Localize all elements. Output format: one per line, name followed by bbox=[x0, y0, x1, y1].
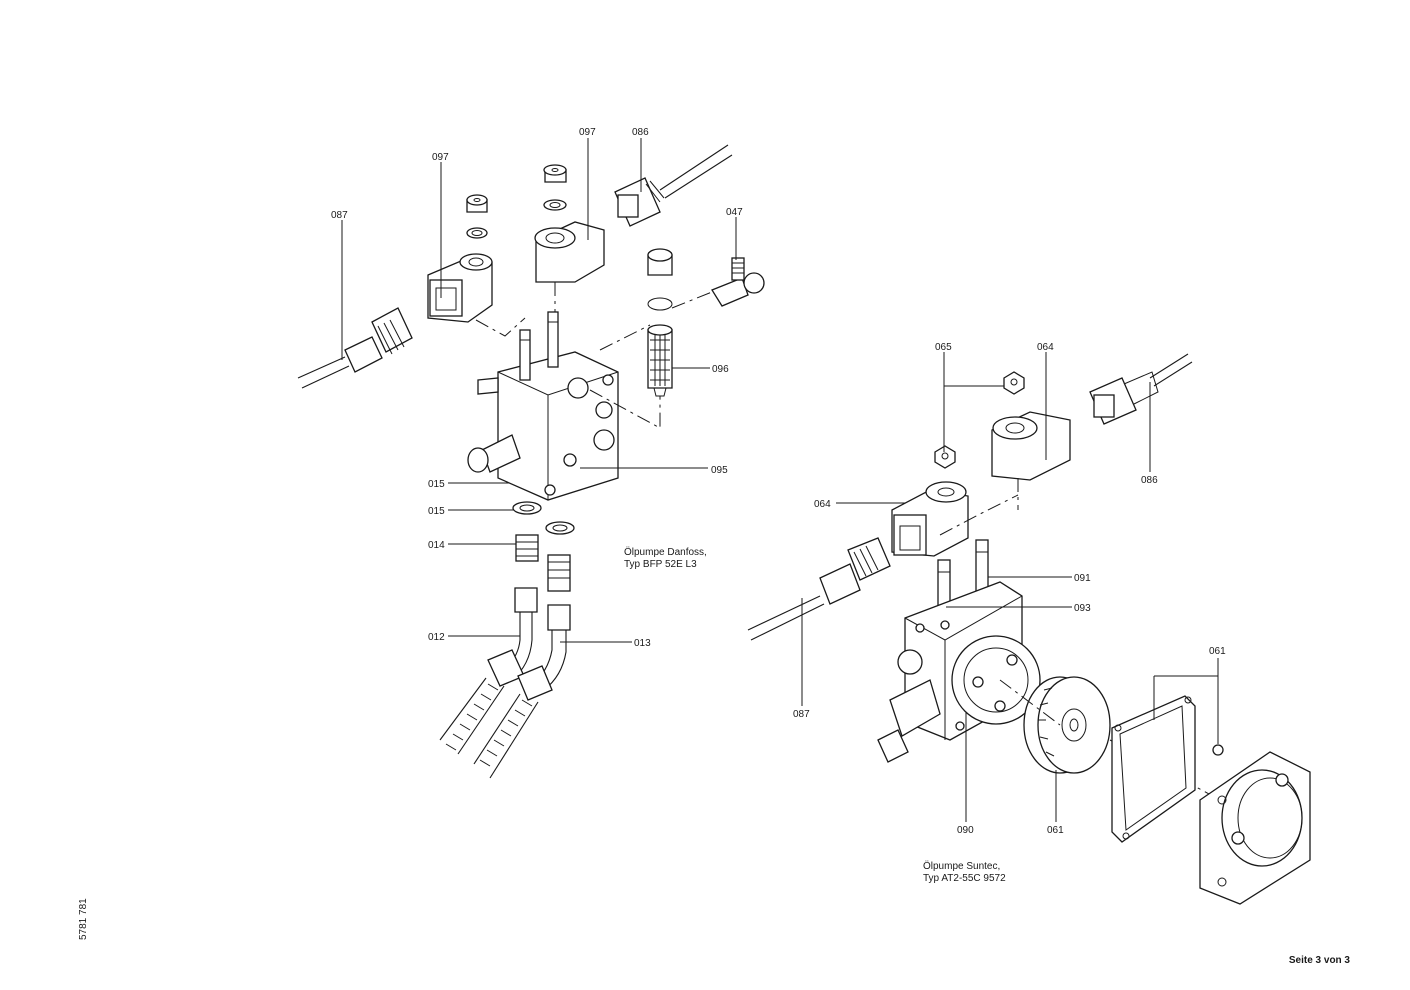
coil-097-right bbox=[534, 164, 605, 283]
label-086: 086 bbox=[632, 127, 649, 138]
braided-hose-013 bbox=[473, 693, 539, 779]
plug-087 bbox=[344, 307, 413, 373]
label-015-b: 015 bbox=[428, 506, 445, 517]
label-086-right: 086 bbox=[1141, 475, 1158, 486]
braided-hose-012 bbox=[439, 677, 505, 755]
label-064-top: 064 bbox=[1037, 342, 1054, 353]
coupling-disk-061 bbox=[1023, 676, 1111, 774]
label-097-b: 097 bbox=[579, 127, 596, 138]
label-061-bottom: 061 bbox=[1047, 825, 1064, 836]
page-footer: Seite 3 von 3 bbox=[1288, 955, 1350, 966]
gasket bbox=[1111, 695, 1196, 843]
label-061-top: 061 bbox=[1209, 646, 1226, 657]
nut-065-left bbox=[934, 445, 956, 469]
document-number: 5781 781 bbox=[78, 898, 89, 940]
label-087-right: 087 bbox=[793, 709, 810, 720]
label-065: 065 bbox=[935, 342, 952, 353]
label-096: 096 bbox=[712, 364, 729, 375]
label-013: 013 bbox=[634, 638, 651, 649]
label-064-left: 064 bbox=[814, 499, 831, 510]
flange-plate bbox=[1199, 751, 1311, 905]
fitting-047 bbox=[711, 257, 765, 307]
danfoss-lower-fittings bbox=[512, 501, 575, 631]
label-095: 095 bbox=[711, 465, 728, 476]
label-047: 047 bbox=[726, 207, 743, 218]
coil-064-left bbox=[891, 481, 969, 557]
label-012: 012 bbox=[428, 632, 445, 643]
plug-087-right bbox=[819, 537, 891, 605]
danfoss-pump-assembly: 097 097 086 087 047 096 095 015 015 014 … bbox=[297, 127, 765, 779]
suntec-pump-body bbox=[877, 581, 1041, 763]
suntec-pump-assembly: 065 064 064 086 087 091 093 090 061 061 … bbox=[747, 342, 1311, 905]
coil-097-left bbox=[427, 194, 493, 323]
label-093: 093 bbox=[1074, 603, 1091, 614]
label-097-a: 097 bbox=[432, 152, 449, 163]
plug-086-left bbox=[614, 177, 665, 227]
danfoss-pump-body bbox=[467, 311, 619, 501]
caption-suntec-line1: Ölpumpe Suntec, bbox=[923, 860, 1000, 872]
plug-086-right bbox=[1089, 371, 1159, 425]
label-090: 090 bbox=[957, 825, 974, 836]
coil-064-right bbox=[991, 411, 1071, 481]
caption-suntec-line2: Typ AT2-55C 9572 bbox=[923, 873, 1006, 884]
label-015-a: 015 bbox=[428, 479, 445, 490]
label-014: 014 bbox=[428, 540, 445, 551]
caption-danfoss-line1: Ölpumpe Danfoss, bbox=[624, 546, 707, 558]
label-087: 087 bbox=[331, 210, 348, 221]
label-091: 091 bbox=[1074, 573, 1091, 584]
nut-065-right bbox=[1003, 371, 1025, 395]
filter-096 bbox=[647, 248, 673, 397]
caption-danfoss-line2: Typ BFP 52E L3 bbox=[624, 559, 697, 570]
